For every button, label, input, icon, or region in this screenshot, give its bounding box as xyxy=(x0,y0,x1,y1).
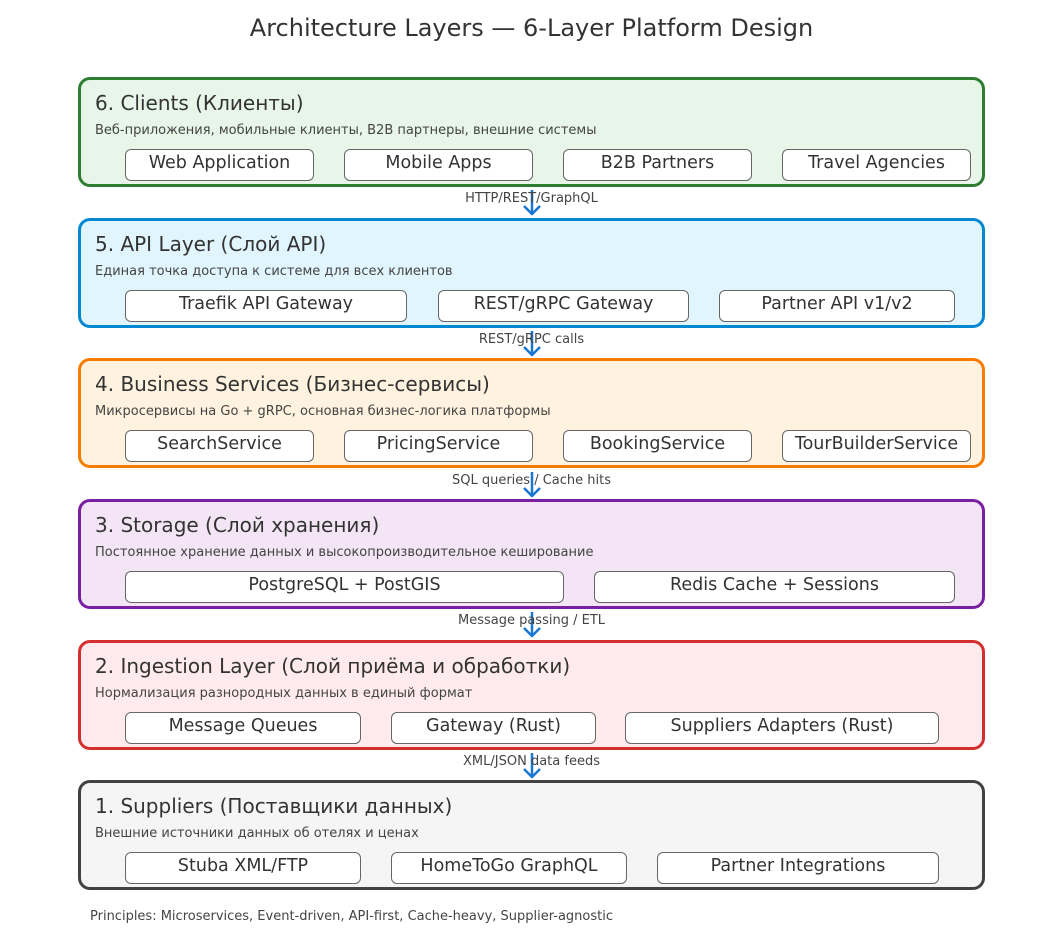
component-box: Suppliers Adapters (Rust) xyxy=(625,712,939,744)
component-box: Stuba XML/FTP xyxy=(125,852,361,884)
component-box: PostgreSQL + PostGIS xyxy=(125,571,564,603)
layer-description: Веб-приложения, мобильные клиенты, B2B п… xyxy=(95,123,597,138)
component-box: REST/gRPC Gateway xyxy=(438,290,689,322)
diagram-title: Architecture Layers — 6-Layer Platform D… xyxy=(249,14,814,42)
component-box: HomeToGo GraphQL xyxy=(391,852,627,884)
down-arrow-icon xyxy=(523,190,541,216)
layer-title: 5. API Layer (Слой API) xyxy=(95,232,327,256)
component-box: Web Application xyxy=(125,149,314,181)
component-box: Partner Integrations xyxy=(657,852,939,884)
layer-title: 2. Ingestion Layer (Слой приёма и обрабо… xyxy=(95,654,571,678)
layer-api: 5. API Layer (Слой API) Единая точка дос… xyxy=(78,218,985,328)
principles-footer: Principles: Microservices, Event-driven,… xyxy=(90,909,614,924)
layer-storage: 3. Storage (Слой хранения) Постоянное хр… xyxy=(78,499,985,609)
component-box: BookingService xyxy=(563,430,752,462)
component-box: SearchService xyxy=(125,430,314,462)
down-arrow-icon xyxy=(523,331,541,357)
connection-label: Message passing / ETL xyxy=(457,613,606,628)
connection-label: HTTP/REST/GraphQL xyxy=(465,191,598,206)
layer-ingestion: 2. Ingestion Layer (Слой приёма и обрабо… xyxy=(78,640,985,750)
down-arrow-icon xyxy=(523,612,541,638)
layer-title: 6. Clients (Клиенты) xyxy=(95,91,304,115)
down-arrow-icon xyxy=(523,472,541,498)
layer-description: Единая точка доступа к системе для всех … xyxy=(95,264,453,279)
layer-description: Внешние источники данных об отелях и цен… xyxy=(95,826,419,841)
layer-title: 3. Storage (Слой хранения) xyxy=(95,513,380,537)
layer-description: Микросервисы на Go + gRPC, основная бизн… xyxy=(95,404,551,419)
component-box: TourBuilderService xyxy=(782,430,971,462)
layer-title: 1. Suppliers (Поставщики данных) xyxy=(95,794,453,818)
layer-business-services: 4. Business Services (Бизнес-сервисы) Ми… xyxy=(78,358,985,468)
layer-suppliers: 1. Suppliers (Поставщики данных) Внешние… xyxy=(78,780,985,890)
component-box: Redis Cache + Sessions xyxy=(594,571,955,603)
component-box: Message Queues xyxy=(125,712,361,744)
layer-clients: 6. Clients (Клиенты) Веб-приложения, моб… xyxy=(78,77,985,187)
component-box: Partner API v1/v2 xyxy=(719,290,955,322)
down-arrow-icon xyxy=(523,753,541,779)
connection-label: REST/gRPC calls xyxy=(478,332,585,347)
component-box: Gateway (Rust) xyxy=(391,712,596,744)
component-box: Travel Agencies xyxy=(782,149,971,181)
component-box: B2B Partners xyxy=(563,149,752,181)
component-box: Mobile Apps xyxy=(344,149,533,181)
layer-description: Нормализация разнородных данных в единый… xyxy=(95,686,473,701)
layer-description: Постоянное хранение данных и высокопроиз… xyxy=(95,545,594,560)
component-box: Traefik API Gateway xyxy=(125,290,407,322)
connection-label: SQL queries / Cache hits xyxy=(451,473,611,488)
component-box: PricingService xyxy=(344,430,533,462)
connection-label: XML/JSON data feeds xyxy=(463,754,600,769)
layer-title: 4. Business Services (Бизнес-сервисы) xyxy=(95,372,490,396)
